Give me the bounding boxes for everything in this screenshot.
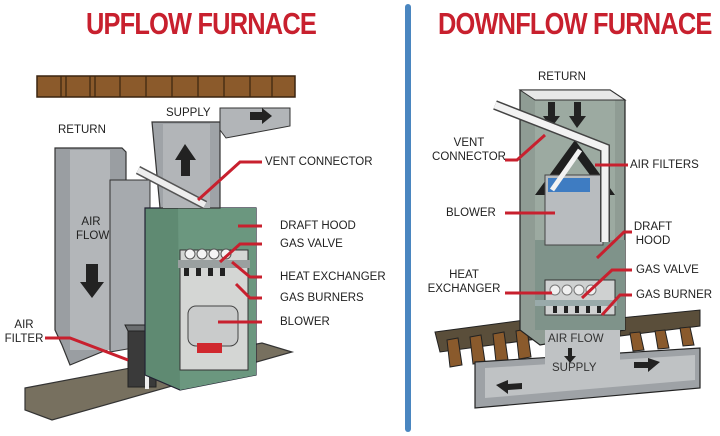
label-gas-valve-downflow: GAS VALVE (636, 264, 699, 276)
label-return-downflow: RETURN (538, 71, 586, 83)
label-heat-line1: HEAT (449, 269, 479, 281)
label-air-filter: AIR FILTER (2, 318, 46, 346)
label-air-flow-line1: AIR (81, 216, 101, 228)
label-blower-downflow: BLOWER (446, 207, 496, 219)
panel-divider (405, 4, 411, 432)
label-draft-hood: DRAFT HOOD (280, 220, 356, 232)
label-air-filters: AIR FILTERS (630, 159, 699, 171)
label-air-flow-line2: FLOW (76, 230, 110, 242)
upflow-title: UPFLOW FURNACE (86, 6, 317, 41)
return-duct (54, 147, 151, 366)
label-heat-line2: EXCHANGER (427, 283, 501, 295)
supply-duct (474, 347, 701, 409)
label-draft-hood-downflow: DRAFT HOOD (632, 220, 674, 248)
downflow-title: DOWNFLOW FURNACE (438, 6, 712, 41)
label-vent-line2: CONNECTOR (432, 151, 506, 163)
label-gas-burners: GAS BURNERS (280, 292, 364, 304)
supply-plenum (151, 107, 291, 209)
label-blower: BLOWER (280, 316, 330, 328)
label-return: RETURN (58, 124, 106, 136)
label-vent-connector: VENT CONNECTOR (265, 156, 373, 168)
label-heat-exchanger: HEAT EXCHANGER (280, 271, 386, 283)
label-supply: SUPPLY (166, 107, 211, 119)
label-vent-line1: VENT (453, 137, 485, 149)
label-draft-line2: HOOD (635, 235, 671, 247)
downflow-leader-lines (505, 133, 632, 317)
label-air-filter-line1: AIR (14, 319, 34, 331)
label-air-flow-downflow: AIR FLOW (548, 333, 604, 345)
label-air-flow: AIR FLOW (76, 215, 110, 243)
label-vent-connector-downflow: VENT CONNECTOR (432, 136, 506, 164)
ceiling-joists (36, 75, 296, 98)
label-draft-line1: DRAFT (633, 221, 673, 233)
label-heat-exchanger-downflow: HEAT EXCHANGER (424, 268, 504, 296)
label-gas-burner: GAS BURNER (636, 289, 713, 301)
label-air-filter-line2: FILTER (4, 333, 44, 345)
upflow-leader-lines (45, 160, 262, 362)
label-supply-downflow: SUPPLY (552, 362, 597, 374)
label-gas-valve: GAS VALVE (280, 238, 343, 250)
furnace-cabinet (144, 207, 257, 391)
